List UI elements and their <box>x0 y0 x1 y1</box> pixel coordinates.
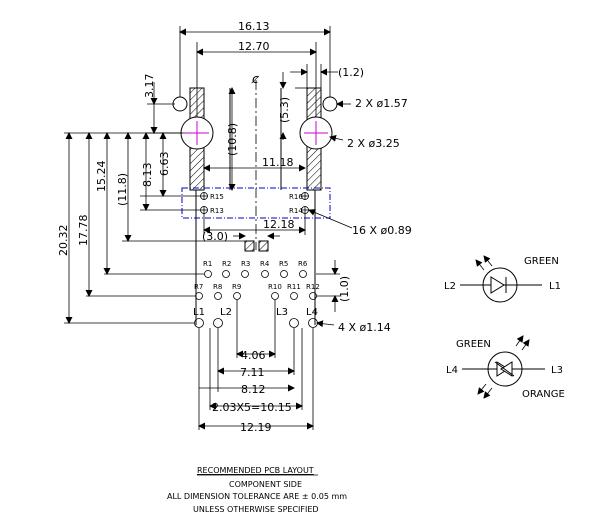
dim-12-19: 12.19 <box>240 421 272 434</box>
notes-title: RECOMMENDED PCB LAYOUT <box>197 466 314 475</box>
dim-20-32: 20.32 <box>57 225 70 257</box>
pin-label-r11: R11 <box>287 283 301 291</box>
led-top-left: L2 <box>444 281 456 292</box>
bottom-dimensions: 4.06 7.11 8.12 2.03X5=10.15 12.19 <box>198 300 314 434</box>
dim-12-70: 12.70 <box>238 40 270 53</box>
led-bottom-color-top: GREEN <box>456 339 491 350</box>
large-hole-left <box>180 116 214 150</box>
hole-callout-3-25: 2 X ø3.25 <box>347 137 400 150</box>
pin-label-l3: L3 <box>276 307 288 318</box>
dim-5-3: (5.3) <box>278 97 291 123</box>
keepout-box <box>181 187 331 219</box>
dim-1-2: (1.2) <box>338 66 364 79</box>
center-key-left <box>244 240 255 252</box>
dim-11-8: (11.8) <box>116 173 129 206</box>
pin-labels: R15 R13 R16 R14 R1 R2 R3 R4 R5 R6 R7 R8 … <box>193 193 320 318</box>
pin-label-r7: R7 <box>194 283 203 291</box>
notes-block: RECOMMENDED PCB LAYOUT COMPONENT SIDE AL… <box>167 466 347 514</box>
pin-label-r4: R4 <box>260 260 270 268</box>
top-dimensions: 16.13 12.70 (1.2) 3.17 (5.3) (10.8) 11.1… <box>143 20 364 191</box>
pin-label-l2: L2 <box>220 307 232 318</box>
hole-callout-1-57: 2 X ø1.57 <box>355 97 408 110</box>
pin-label-r8: R8 <box>213 283 222 291</box>
center-key-right <box>258 240 269 252</box>
pin-label-r6: R6 <box>298 260 308 268</box>
pin-label-r10: R10 <box>268 283 282 291</box>
pin-label-r5: R5 <box>279 260 288 268</box>
dim-6-63: 6.63 <box>158 152 171 177</box>
large-hole-right <box>299 116 333 150</box>
dim-16-13: 16.13 <box>238 20 270 33</box>
notes-line3: UNLESS OTHERWISE SPECIFIED <box>193 505 319 514</box>
dim-3-0: (3.0) <box>202 230 228 243</box>
center-mark: ȼ <box>251 72 260 86</box>
pin-label-r16: R16 <box>289 193 303 201</box>
hole-callout-1-14: 4 X ø1.14 <box>338 321 391 334</box>
dim-11-18: 11.18 <box>262 156 294 169</box>
pin-label-r1: R1 <box>203 260 212 268</box>
middle-dimensions: 12.18 (3.0) (1.0) <box>202 213 351 312</box>
dim-8-12: 8.12 <box>241 383 266 396</box>
notes-line2: ALL DIMENSION TOLERANCE ARE ± 0.05 mm <box>167 492 347 501</box>
dim-7-11: 7.11 <box>240 366 265 379</box>
pin-label-r9: R9 <box>232 283 241 291</box>
led-top-right: L1 <box>549 281 561 292</box>
pin-label-r14: R14 <box>289 207 303 215</box>
led-symbol-bottom: GREEN ORANGE L4 L3 <box>446 335 565 400</box>
pin-label-r2: R2 <box>222 260 231 268</box>
dim-12-18: 12.18 <box>263 218 295 231</box>
led-bottom-color-bottom: ORANGE <box>522 389 565 400</box>
pin-label-l1: L1 <box>193 307 205 318</box>
pin-label-r3: R3 <box>241 260 250 268</box>
pad-row-l1-l4 <box>194 318 318 328</box>
dim-1-0: (1.0) <box>338 276 351 302</box>
dim-2-03x5: 2.03X5=10.15 <box>212 401 292 414</box>
dim-10-8: (10.8) <box>226 123 239 156</box>
notes-line1: COMPONENT SIDE <box>229 480 302 489</box>
pin-label-r13: R13 <box>210 207 224 215</box>
pin-label-l4: L4 <box>306 307 318 318</box>
dim-4-06: 4.06 <box>241 349 266 362</box>
pin-label-r15: R15 <box>210 193 224 201</box>
dim-17-78: 17.78 <box>77 215 90 247</box>
hole-callouts: 2 X ø1.57 2 X ø3.25 16 X ø0.89 4 X ø1.14 <box>308 97 412 334</box>
small-hole-left <box>172 96 188 112</box>
led-bottom-left: L4 <box>446 365 458 376</box>
pin-label-r12: R12 <box>306 283 320 291</box>
dim-8-13: 8.13 <box>141 163 154 188</box>
led-top-color: GREEN <box>524 256 559 267</box>
pad-row-r1-r6 <box>204 270 307 278</box>
led-bottom-right: L3 <box>551 365 563 376</box>
dim-3-17: 3.17 <box>143 74 156 99</box>
small-hole-right <box>322 96 338 112</box>
hole-callout-0-89: 16 X ø0.89 <box>352 224 412 237</box>
pad-row-r7-r12 <box>195 292 317 300</box>
led-symbol-top: GREEN L2 L1 <box>444 255 561 303</box>
dim-15-24: 15.24 <box>95 161 108 193</box>
left-dimensions: 6.63 8.13 (11.8) 15.24 17.78 20.32 <box>57 132 245 324</box>
